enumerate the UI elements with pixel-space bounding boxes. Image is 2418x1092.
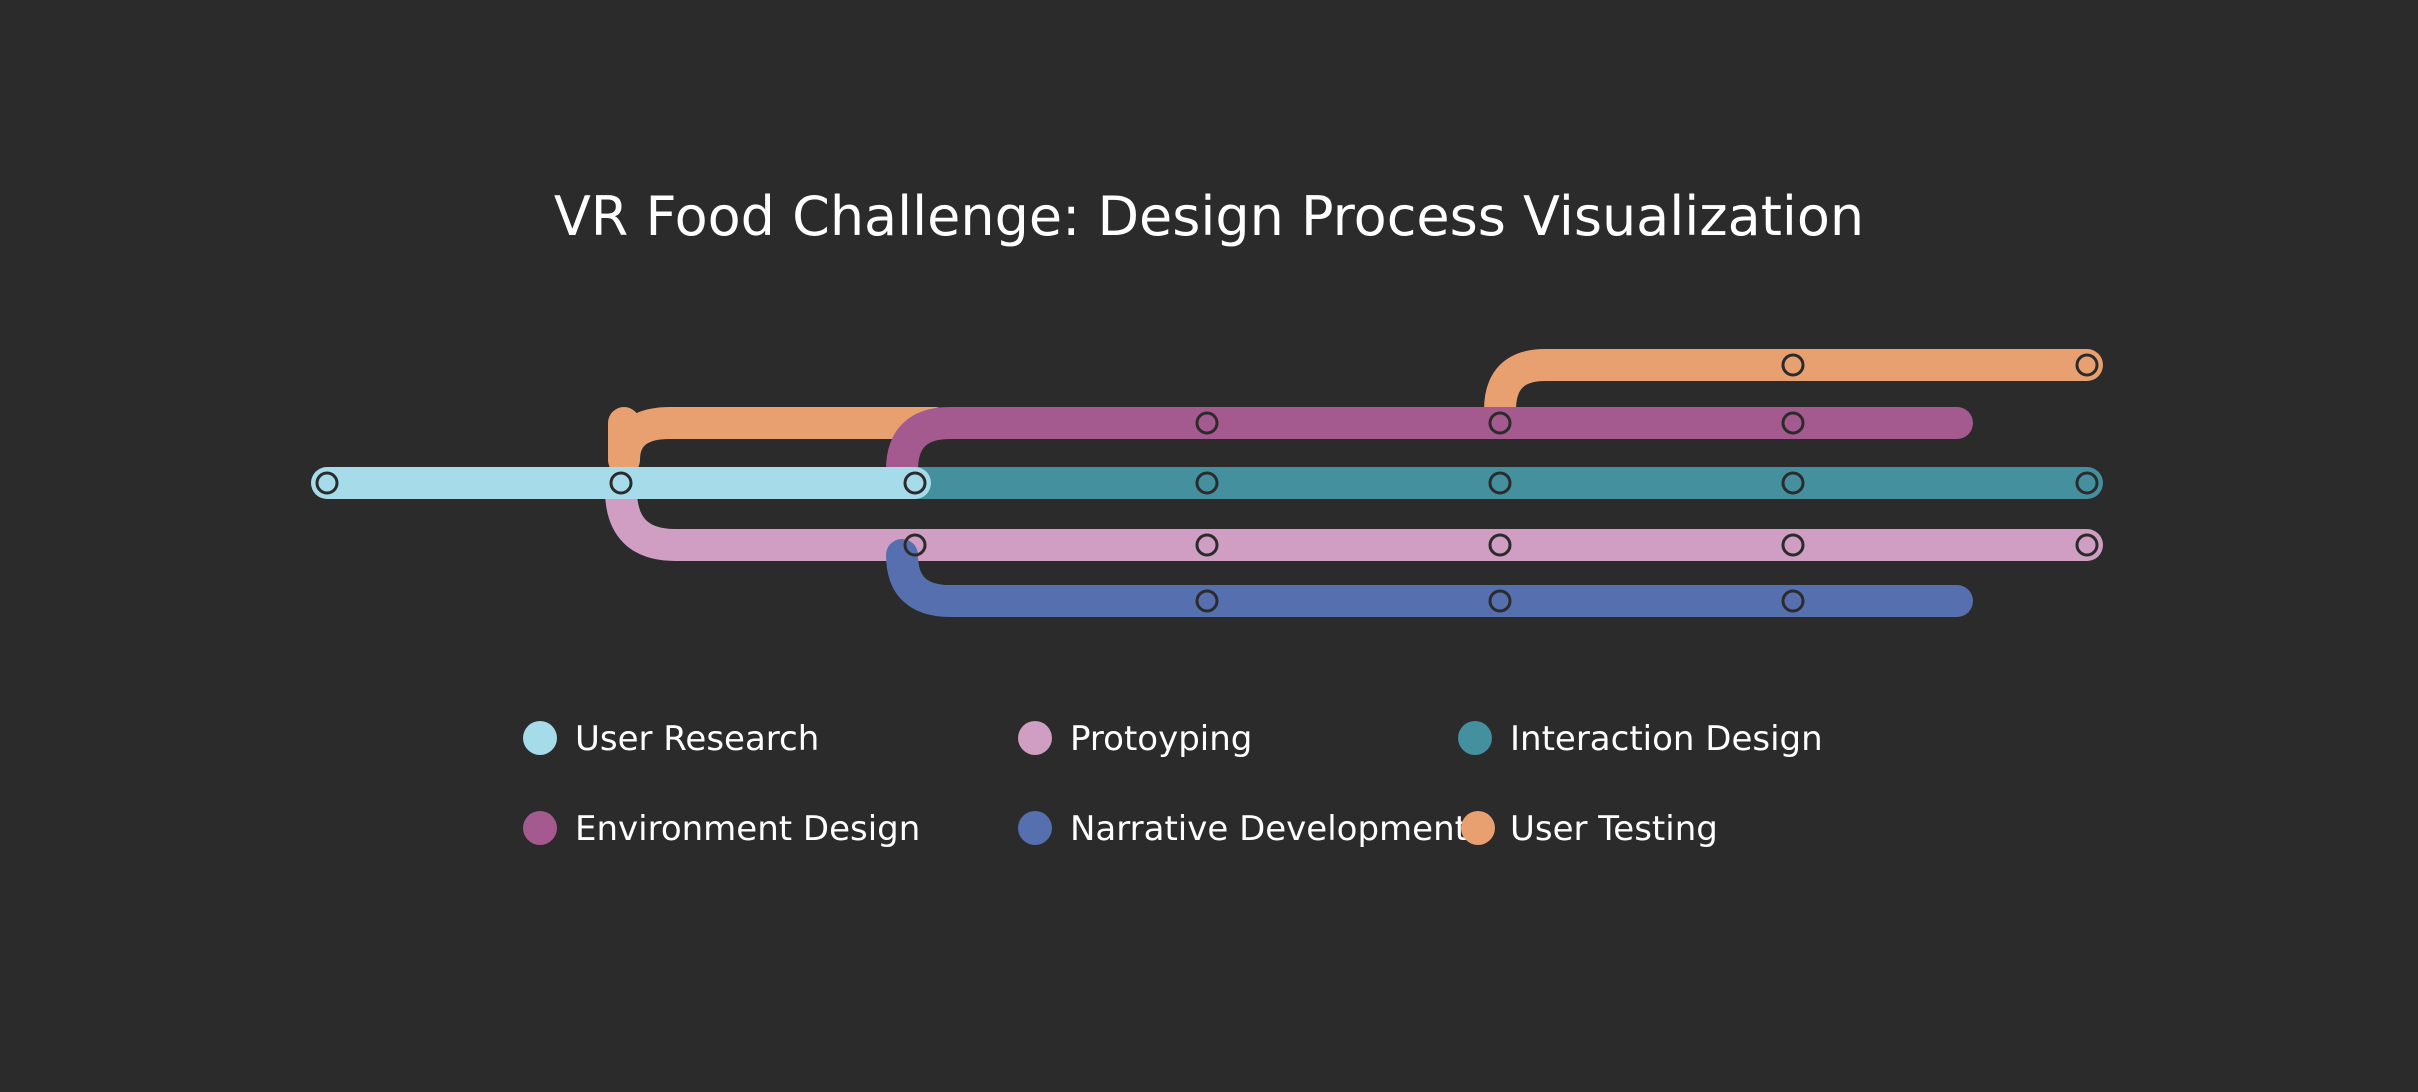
station-protoyping-1	[903, 533, 927, 557]
legend-swatch	[523, 811, 557, 845]
station-user-testing-1	[1781, 353, 1805, 377]
station-user-research-1	[315, 471, 339, 495]
line-protoyping	[605, 474, 2103, 561]
station-environment-design-3	[1781, 411, 1805, 435]
station-interaction-design-2	[1488, 471, 1512, 495]
legend-item-user-research: User Research	[523, 719, 819, 759]
station-environment-design-2	[1488, 411, 1512, 435]
legend-swatch	[1458, 721, 1492, 755]
station-interaction-design-4	[2075, 471, 2099, 495]
station-narrative-development-1	[1195, 589, 1219, 613]
station-interaction-design-1	[1195, 471, 1219, 495]
line-user-testing-branch	[1484, 349, 2103, 426]
legend-swatch	[1018, 811, 1052, 845]
legend-label: Interaction Design	[1510, 719, 1823, 759]
legend-item-environment-design: Environment Design	[523, 809, 920, 849]
legend-item-user-testing: User Testing	[1461, 809, 1718, 849]
station-protoyping-5	[2075, 533, 2099, 557]
station-protoyping-4	[1781, 533, 1805, 557]
stations	[315, 353, 2099, 613]
station-narrative-development-2	[1488, 589, 1512, 613]
line-narrative-development	[886, 539, 1973, 617]
legend-item-narrative-development: Narrative Development	[1018, 809, 1468, 849]
station-narrative-development-3	[1781, 589, 1805, 613]
legend-swatch	[1461, 811, 1495, 845]
station-user-testing-2	[2075, 353, 2099, 377]
station-protoyping-2	[1195, 533, 1219, 557]
legend-item-interaction-design: Interaction Design	[1458, 719, 1823, 759]
line-user-testing	[608, 407, 951, 476]
station-protoyping-3	[1488, 533, 1512, 557]
line-environment-design	[886, 407, 1973, 486]
diagram-title: VR Food Challenge: Design Process Visual…	[554, 185, 1864, 248]
legend-swatch	[1018, 721, 1052, 755]
legend-label: User Research	[575, 719, 819, 759]
station-user-research-2	[609, 471, 633, 495]
legend: User Research Protoyping Interaction Des…	[523, 719, 1823, 849]
legend-label: Protoyping	[1070, 719, 1252, 759]
station-interaction-design-3	[1781, 471, 1805, 495]
legend-item-protoyping: Protoyping	[1018, 719, 1252, 759]
legend-swatch	[523, 721, 557, 755]
legend-label: Narrative Development	[1070, 809, 1468, 849]
legend-label: Environment Design	[575, 809, 920, 849]
station-environment-design-1	[1195, 411, 1219, 435]
station-user-research-3	[903, 471, 927, 495]
legend-label: User Testing	[1510, 809, 1718, 849]
